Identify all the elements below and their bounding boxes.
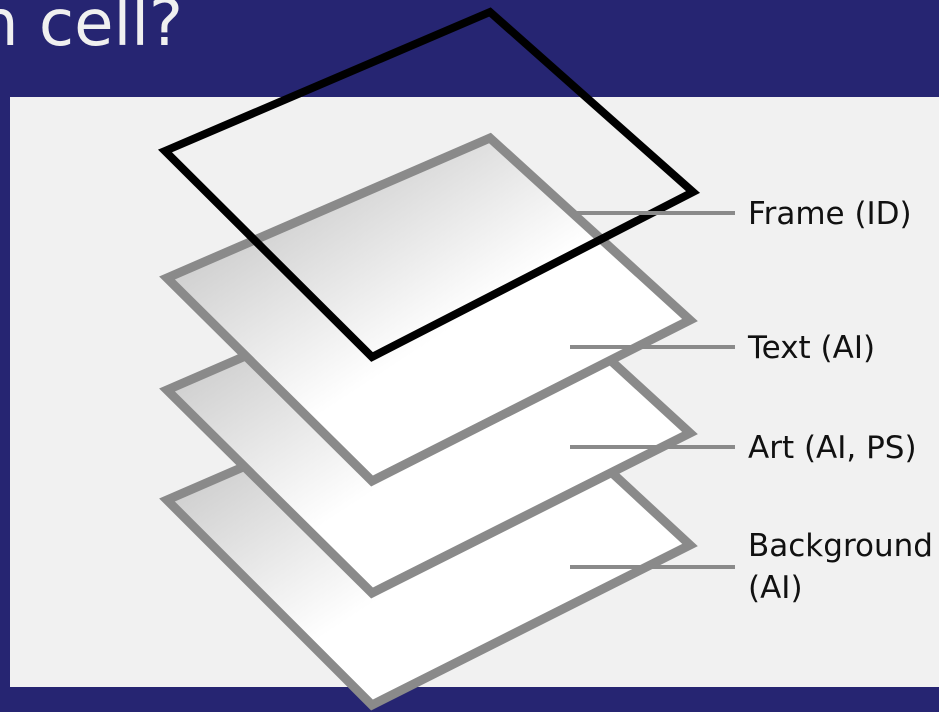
art-layer-label: Art (AI, PS) — [748, 430, 917, 466]
background-layer-label-line-1: Background — [748, 528, 933, 564]
frame-layer-label: Frame (ID) — [748, 196, 912, 232]
background-layer-label-line-2: (AI) — [748, 570, 803, 606]
text-layer-label: Text (AI) — [747, 330, 875, 366]
